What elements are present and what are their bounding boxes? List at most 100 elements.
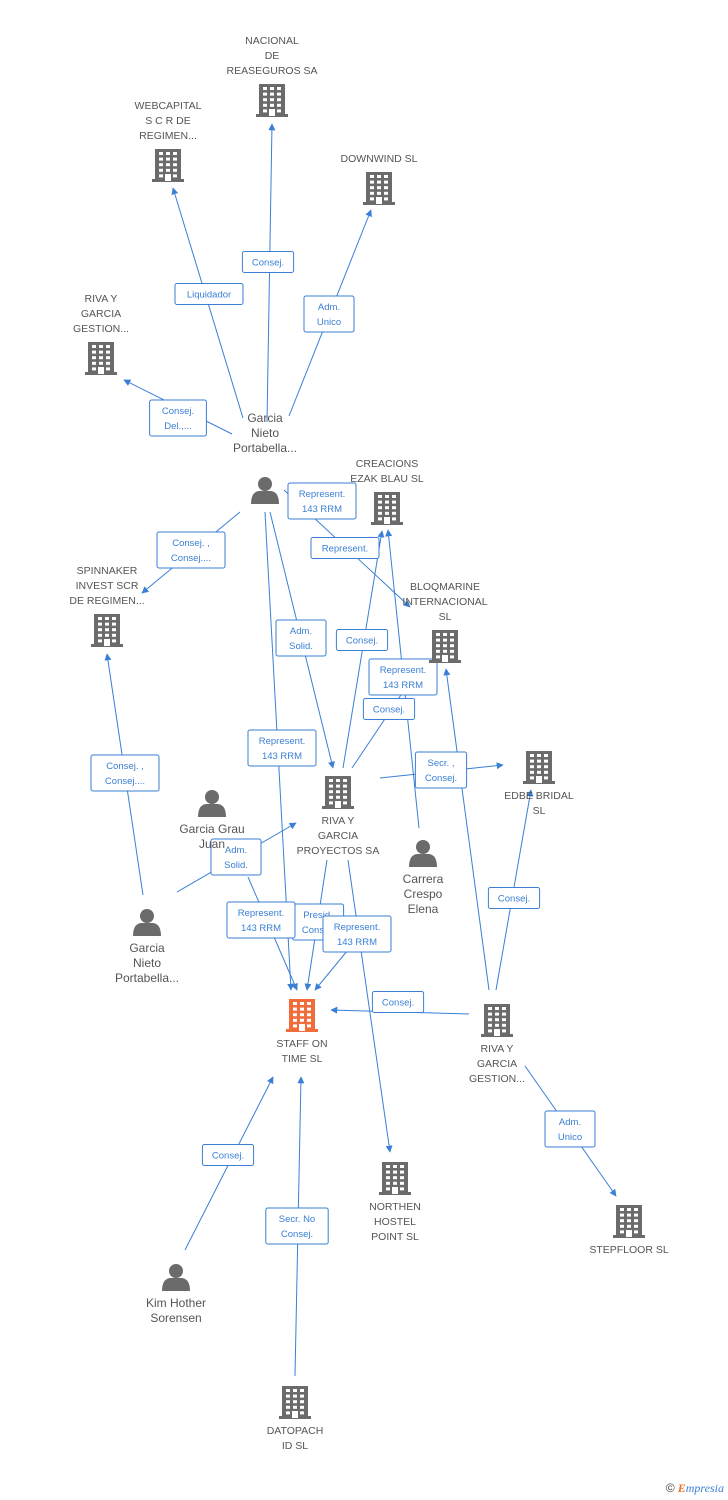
edge-label-line: Represent. bbox=[334, 922, 380, 933]
edge-label-line: 143 RRM bbox=[383, 680, 423, 691]
person-icon bbox=[198, 790, 226, 817]
building-icon bbox=[363, 172, 395, 205]
edge-label-garcianieto1-to-staffon[interactable]: Represent.143 RRM bbox=[247, 729, 317, 767]
edge-label-box bbox=[287, 482, 357, 520]
edge-label-garciagrau-to-rivaproyectos[interactable]: Adm.Solid. bbox=[210, 838, 262, 876]
edge-label-rivagestion2-to-stepfloor[interactable]: Adm.Unico bbox=[544, 1110, 596, 1148]
edge-label-line: Consej.... bbox=[105, 776, 145, 787]
brand-name: mpresia bbox=[685, 1481, 724, 1495]
edge-label-box bbox=[544, 1110, 596, 1148]
edge-label-box bbox=[310, 537, 380, 559]
edge-label-line: Represent. bbox=[322, 544, 368, 555]
edge-label-line: Presid. bbox=[303, 910, 333, 921]
edge-label-line: Secr. , bbox=[428, 758, 455, 769]
node-label-line: PROYECTOS SA bbox=[297, 845, 380, 857]
edge-label-box bbox=[226, 901, 296, 939]
node-label-line: Sorensen bbox=[150, 1311, 201, 1325]
edge-label-line: Adm. bbox=[318, 302, 340, 313]
edge-label-kimhother-to-staffon[interactable]: Consej. bbox=[201, 1144, 255, 1166]
node-rivagestion2[interactable]: RIVA YGARCIAGESTION... bbox=[469, 1004, 525, 1085]
node-label-line: CREACIONS bbox=[356, 458, 418, 470]
edge-label-garciagrau-to-staffon[interactable]: Represent.143 RRM bbox=[226, 901, 296, 939]
node-rivagestion1[interactable]: RIVA YGARCIAGESTION... bbox=[73, 293, 129, 375]
node-label-line: DE bbox=[265, 50, 280, 62]
edge-label-carrera-to-staffon[interactable]: Represent. 143 RRM bbox=[322, 915, 392, 953]
edge-label-garcianieto1-to-spinnaker[interactable]: Consej. ,Consej.... bbox=[156, 531, 226, 569]
edge-label-box bbox=[275, 619, 327, 657]
node-creacions[interactable]: CREACIONS EZAK BLAU SL bbox=[350, 458, 424, 525]
node-garcianieto1[interactable]: GarciaNietoPortabella... bbox=[233, 411, 297, 504]
edge-label-line: Consej.... bbox=[171, 553, 211, 564]
edge-label-line: 143 RRM bbox=[262, 751, 302, 762]
edge-label-line: Del.,... bbox=[164, 421, 191, 432]
node-downwind[interactable]: DOWNWIND SL bbox=[341, 153, 418, 205]
edge-label-line: Consej. bbox=[162, 406, 194, 417]
node-label-line: Portabella... bbox=[233, 441, 297, 455]
building-icon bbox=[256, 84, 288, 117]
edge-label-rivagestion2-to-bloqmarine[interactable]: Represent.143 RRM bbox=[368, 658, 438, 696]
edge-label-box bbox=[322, 915, 392, 953]
edge-label-box bbox=[174, 283, 244, 305]
node-label-line: GARCIA bbox=[81, 308, 121, 320]
node-label-line: Juan bbox=[199, 837, 225, 851]
edge-label-garcianieto1-to-bloqmarine[interactable]: Represent.143 RRM bbox=[287, 482, 357, 520]
building-icon bbox=[91, 614, 123, 647]
edge-label-rivagestion2-to-staffon[interactable]: Consej. bbox=[371, 991, 425, 1013]
edge-label-line: Adm. bbox=[559, 1117, 581, 1128]
edge-label-garcianieto1-to-nacional[interactable]: Consej. bbox=[241, 251, 295, 273]
edge-label-garcianieto1-to-rivaproyectos[interactable]: Adm.Solid. bbox=[275, 619, 327, 657]
edge-label-garcianieto1-to-webcapital[interactable]: Liquidador bbox=[174, 283, 244, 305]
node-label-line: GARCIA bbox=[318, 830, 358, 842]
edge-label-line: Liquidador bbox=[187, 290, 231, 301]
edges-layer bbox=[104, 123, 617, 1377]
node-label-line: DOWNWIND SL bbox=[341, 153, 418, 165]
node-stepfloor[interactable]: STEPFLOOR SL bbox=[589, 1205, 669, 1256]
edge-label-line: Consej. bbox=[212, 1151, 244, 1162]
edge-label-rivaproyectos-to-bloqmarine[interactable]: Consej. bbox=[362, 698, 416, 720]
node-label-line: NORTHEN bbox=[369, 1201, 421, 1213]
edge-label-box bbox=[414, 751, 468, 789]
edge-labels-layer: Consej.LiquidadorAdm.UnicoConsej.Del.,..… bbox=[90, 251, 596, 1245]
empresia-watermark[interactable]: ©Empresia bbox=[666, 1481, 724, 1496]
edge-label-carrera-to-creacions[interactable]: Represent. bbox=[310, 537, 380, 559]
edge-label-line: Adm. bbox=[225, 845, 247, 856]
edge-rivaproyectos-to-northen bbox=[347, 859, 393, 1153]
edge-label-line: 143 RRM bbox=[337, 937, 377, 948]
building-icon bbox=[322, 776, 354, 809]
edge-label-rivagestion2-to-edbe[interactable]: Consej. bbox=[487, 887, 541, 909]
edge-label-line: Consej. , bbox=[106, 761, 144, 772]
edge-label-box bbox=[247, 729, 317, 767]
node-label-line: Nieto bbox=[251, 426, 279, 440]
node-label-line: GESTION... bbox=[73, 323, 129, 335]
edge-label-rivaproyectos-to-creacions[interactable]: Consej. bbox=[335, 629, 389, 651]
edge-label-garcianieto1-to-downwind[interactable]: Adm.Unico bbox=[303, 295, 355, 333]
node-label-line: SL bbox=[439, 611, 452, 623]
node-garcianieto2[interactable]: GarciaNietoPortabella... bbox=[115, 909, 179, 985]
copyright-symbol: © bbox=[665, 1481, 675, 1495]
edge-label-box bbox=[371, 991, 425, 1013]
node-label-line: ID SL bbox=[282, 1440, 308, 1452]
node-label-line: EZAK BLAU SL bbox=[350, 473, 424, 485]
edge-label-line: 143 RRM bbox=[302, 504, 342, 515]
edge-label-rivaproyectos-to-edbe[interactable]: Secr. ,Consej. bbox=[414, 751, 468, 789]
node-label-line: RIVA Y bbox=[481, 1043, 514, 1055]
edge-label-garcianieto2-to-spinnaker[interactable]: Consej. , Consej.... bbox=[90, 754, 160, 792]
edge-rivagestion2-to-bloqmarine bbox=[443, 668, 490, 991]
edge-label-line: Consej. bbox=[252, 258, 284, 269]
edge-label-garcianieto1-to-rivagestion1[interactable]: Consej. Del.,... bbox=[149, 399, 207, 437]
edge-label-line: Consej. bbox=[498, 894, 530, 905]
node-label-line: Kim Hother bbox=[146, 1296, 206, 1310]
